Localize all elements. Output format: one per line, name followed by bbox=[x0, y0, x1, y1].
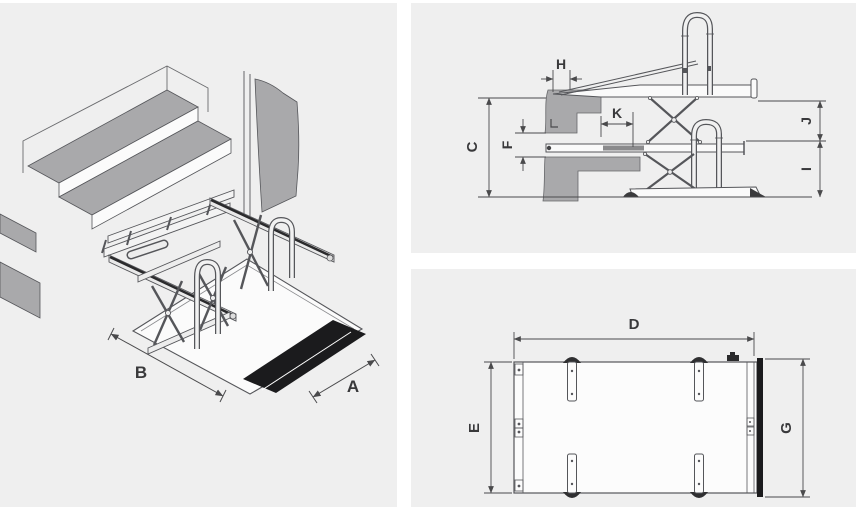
vehicle-body-outline bbox=[22, 65, 209, 173]
right-edge-fittings bbox=[727, 352, 763, 497]
dim-label-a: A bbox=[347, 377, 359, 396]
bracket-detail bbox=[550, 119, 558, 128]
hinge-brackets bbox=[563, 357, 708, 498]
dim-label-e: E bbox=[466, 423, 483, 433]
dimension-a bbox=[308, 353, 380, 404]
handrail-raised bbox=[681, 11, 714, 95]
dimension-g bbox=[765, 358, 810, 498]
dimension-h bbox=[541, 70, 582, 92]
isometric-view-panel: B A bbox=[0, 3, 397, 507]
dim-label-f: F bbox=[499, 140, 515, 149]
dim-label-h: H bbox=[556, 56, 566, 72]
roll-stop-strip bbox=[243, 320, 366, 393]
door-pillar bbox=[243, 71, 300, 216]
platform-lowered bbox=[623, 186, 766, 198]
dim-label-c: C bbox=[464, 141, 481, 152]
dimension-e bbox=[484, 361, 512, 494]
plan-view-drawing: D E G bbox=[466, 316, 810, 498]
dim-label-b: B bbox=[135, 363, 147, 382]
dim-label-i: I bbox=[798, 167, 814, 171]
side-view-panel: C F H K bbox=[411, 3, 856, 253]
dim-label-j: J bbox=[798, 117, 814, 125]
dim-label-k: K bbox=[612, 105, 622, 121]
scissor-lower bbox=[643, 151, 700, 192]
platform-plan bbox=[513, 361, 758, 494]
roll-stop-bar bbox=[757, 358, 763, 497]
dimension-k bbox=[600, 112, 634, 147]
dimension-b bbox=[107, 327, 227, 403]
plan-view-panel: D E G bbox=[411, 269, 856, 507]
isometric-drawing: B A bbox=[0, 65, 380, 404]
side-view-drawing: C F H K bbox=[464, 11, 826, 202]
dim-label-d: D bbox=[629, 316, 640, 333]
platform-raised bbox=[552, 60, 758, 99]
dimension-f bbox=[515, 119, 546, 171]
vehicle-cross-section bbox=[542, 89, 641, 202]
vehicle-steps bbox=[0, 89, 232, 319]
dimension-d bbox=[513, 332, 755, 359]
handrails bbox=[194, 216, 295, 349]
clamp-detail bbox=[727, 355, 739, 361]
dim-label-g: G bbox=[778, 422, 795, 434]
cassette-frame bbox=[101, 189, 235, 260]
left-edge-fittings bbox=[514, 363, 524, 492]
handrail-lowered bbox=[690, 118, 723, 196]
